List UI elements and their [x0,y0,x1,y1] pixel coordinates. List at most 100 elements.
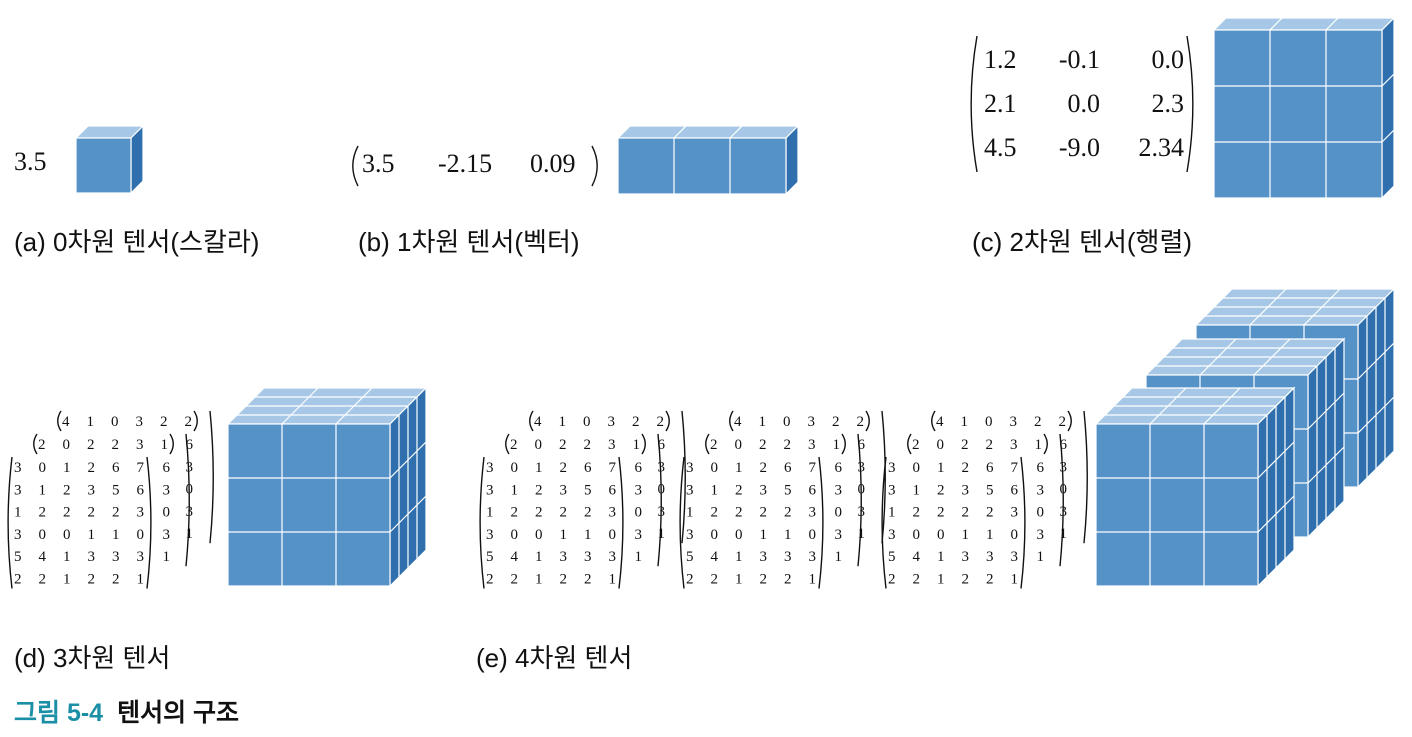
tensor-value: 2 [962,572,970,588]
tensor-value: 3 [608,414,616,430]
tensor-value: 6 [186,437,194,453]
tensor-value: 1 [161,437,169,453]
tensor-value: 1 [63,549,71,565]
tensor-value: 1 [913,482,921,498]
tensor-value: 0 [163,505,171,521]
tensor-value: 6 [609,482,617,498]
tensor-value: 3 [1011,549,1019,565]
tensor-value: 3 [686,460,694,476]
cube-front-face [617,137,787,195]
right-paren [1186,35,1194,173]
tensor-value: 5 [112,482,120,498]
tensor-value: 0 [111,414,119,430]
tensor-value: 2 [632,414,640,430]
tensor-value: 3 [137,505,145,521]
grid-line [1257,441,1295,479]
tensor-value: 2 [784,572,792,588]
tensor-value: 5 [986,482,994,498]
tensor-value: 5 [686,549,694,565]
grid-line [389,495,427,533]
matrix-cubes [1212,16,1396,200]
caption-tensor3: (d) 3차원 텐서 [14,643,171,673]
tensor-value: 3 [808,414,816,430]
tensor-value: 3 [888,527,896,543]
vector-value: -2.15 [438,149,492,178]
tensor-value: 2 [961,437,969,453]
tensor-value: 2 [185,414,193,430]
left-paren [505,433,510,455]
matrix-value: 0.0 [1152,45,1185,74]
tensor-value: 1 [14,505,22,521]
cube-top-face [616,125,800,139]
tensor-value: 2 [63,505,71,521]
tensor-value: 1 [535,572,543,588]
tensor-value: 0 [913,527,921,543]
tensor-value: 0 [937,437,945,453]
tensor-value: 2 [560,572,568,588]
tensor-value: 3 [635,482,643,498]
tensor-value: 3 [88,482,96,498]
tensor-value: 0 [735,437,743,453]
tensor-value: 3 [486,460,494,476]
tensor-value: 2 [584,572,592,588]
tensor-value: 1 [163,549,171,565]
tensor-value: 3 [962,549,970,565]
cube-side-face [785,124,799,196]
tensor-value: 6 [858,437,866,453]
cube-top-face [1212,17,1396,31]
tensor-value: 2 [962,460,970,476]
tensor-value: 2 [913,505,921,521]
left-paren [57,410,62,432]
tensor-value: 0 [711,527,719,543]
tensor-value: 0 [63,437,71,453]
tensor-value: 5 [784,482,792,498]
tensor-value: 2 [560,505,568,521]
grid-line [1357,342,1395,380]
tensor-value: 2 [857,414,865,430]
tensor-value: 1 [961,414,969,430]
tensor-value: 7 [809,460,817,476]
tensor-value: 3 [112,549,120,565]
tensor-value: 2 [710,437,718,453]
cube-side-face [1381,16,1395,200]
tensor-value: 0 [835,505,843,521]
tensor-value: 3 [858,459,866,475]
tensor-value: 3 [784,549,792,565]
tensor-value: 3 [1010,437,1018,453]
tensor-value: 7 [609,460,617,476]
tensor-value: 1 [559,414,567,430]
tensor-value: 3 [835,482,843,498]
tensor-value: 6 [835,460,843,476]
grid-line [389,441,427,479]
right-paren [209,410,214,544]
left-paren [970,35,978,173]
cube-front-face [75,137,132,194]
tensor-value: 1 [1035,437,1043,453]
right-paren [1043,433,1048,455]
tensor-value: 4 [711,549,719,565]
tensor-value: 2 [912,437,920,453]
grid-line [1307,446,1345,484]
tensor-value: 3 [486,527,494,543]
tensor-value: 2 [760,460,768,476]
tensor-value: 2 [535,505,543,521]
tensor-value: 0 [913,460,921,476]
caption-tensor4: (e) 4차원 텐서 [476,643,633,673]
tensor-value: 2 [112,437,120,453]
tensor-value: 2 [584,437,592,453]
left-paren [7,456,13,589]
tensor-value: 1 [835,549,843,565]
tensor-value: 1 [609,572,617,588]
tensor-value: 5 [14,549,22,565]
tensor-value: 0 [137,527,145,543]
right-paren [193,410,198,432]
tensor-value: 3 [163,527,171,543]
tensor-value: 2 [559,437,567,453]
right-paren [591,145,598,187]
tensor-value: 3 [14,460,22,476]
tensor-value: 6 [1011,482,1019,498]
